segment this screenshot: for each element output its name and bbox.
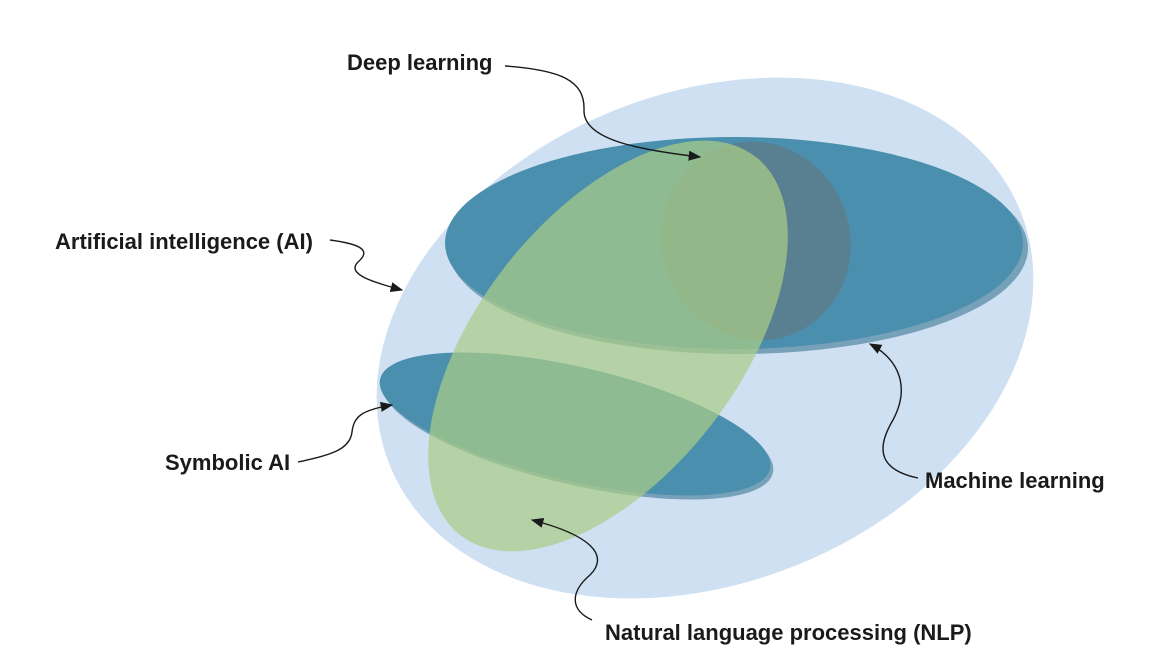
machine-learning-arrow	[868, 343, 919, 479]
deep-learning-label: Deep learning	[347, 50, 492, 75]
machine-learning-label: Machine learning	[925, 468, 1105, 493]
artificial-intelligence-arrow	[329, 239, 404, 292]
artificial-intelligence-label: Artificial intelligence (AI)	[55, 229, 313, 254]
deep-learning-arrow	[504, 65, 702, 161]
symbolic-ai-arrow	[297, 401, 394, 463]
symbolic-ai-label: Symbolic AI	[165, 450, 290, 475]
nlp-arrow	[530, 517, 599, 621]
nlp-label: Natural language processing (NLP)	[605, 620, 972, 645]
nlp-region	[428, 140, 788, 552]
